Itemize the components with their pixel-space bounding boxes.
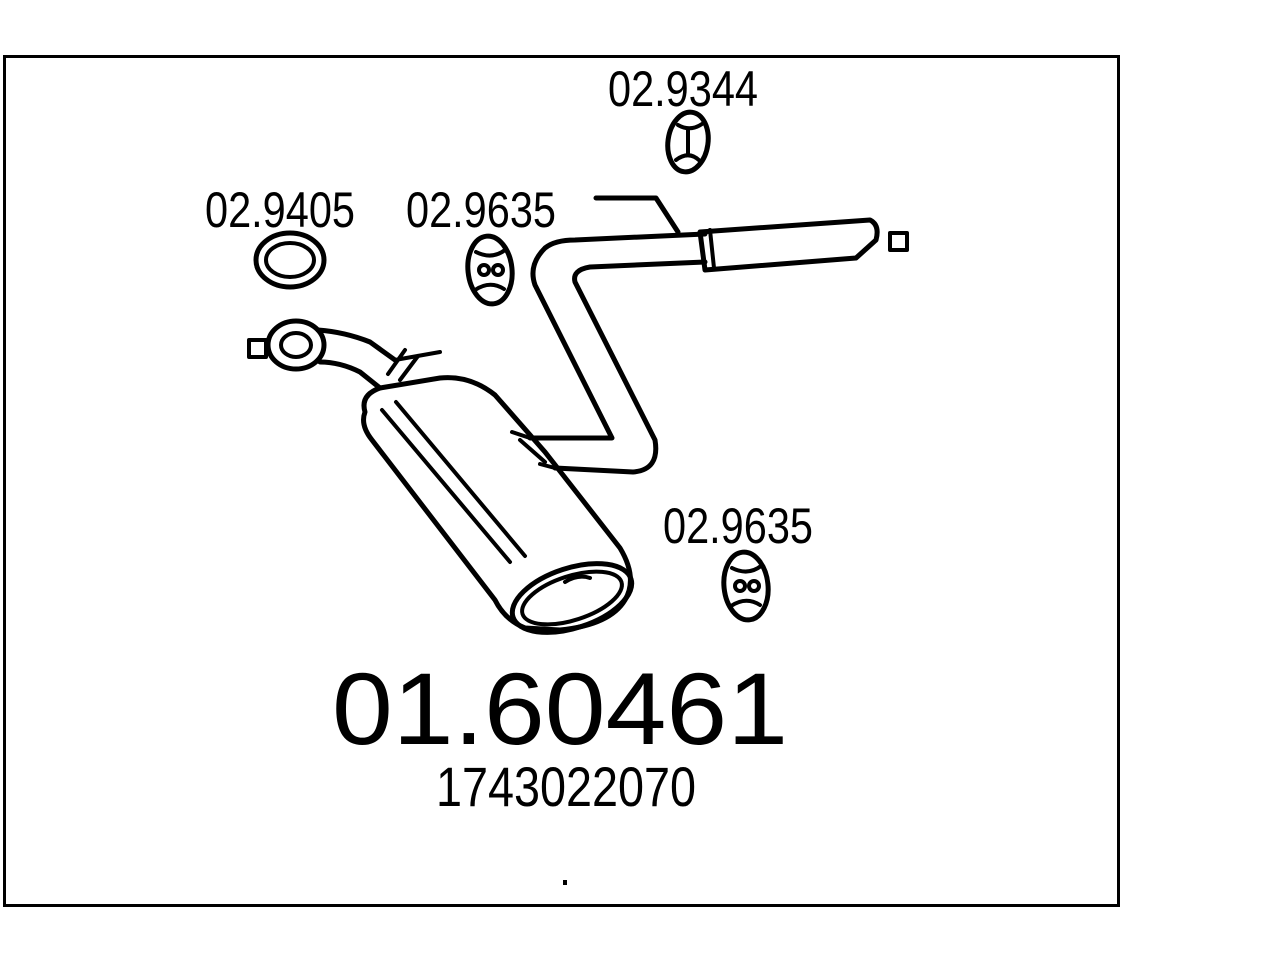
main-part-number: 01.60461 xyxy=(332,652,788,766)
diagram-frame xyxy=(3,55,1120,907)
dot-mark xyxy=(563,880,567,885)
rubber-hanger-lower-shape xyxy=(721,549,771,623)
oem-number: 1743022070 xyxy=(436,755,696,818)
tailpipe-assembly xyxy=(527,195,909,475)
rubber-hanger-upper-shape xyxy=(465,233,515,307)
label-rubber-mount: 02.9344 xyxy=(608,61,758,117)
muffler-assembly xyxy=(247,318,635,635)
label-rubber-hanger-upper: 02.9635 xyxy=(406,182,556,238)
label-rubber-hanger-lower: 02.9635 xyxy=(663,498,813,554)
gasket-ring-shape xyxy=(253,230,327,290)
label-gasket-ring: 02.9405 xyxy=(205,182,355,238)
rubber-mount-shape xyxy=(665,109,711,175)
